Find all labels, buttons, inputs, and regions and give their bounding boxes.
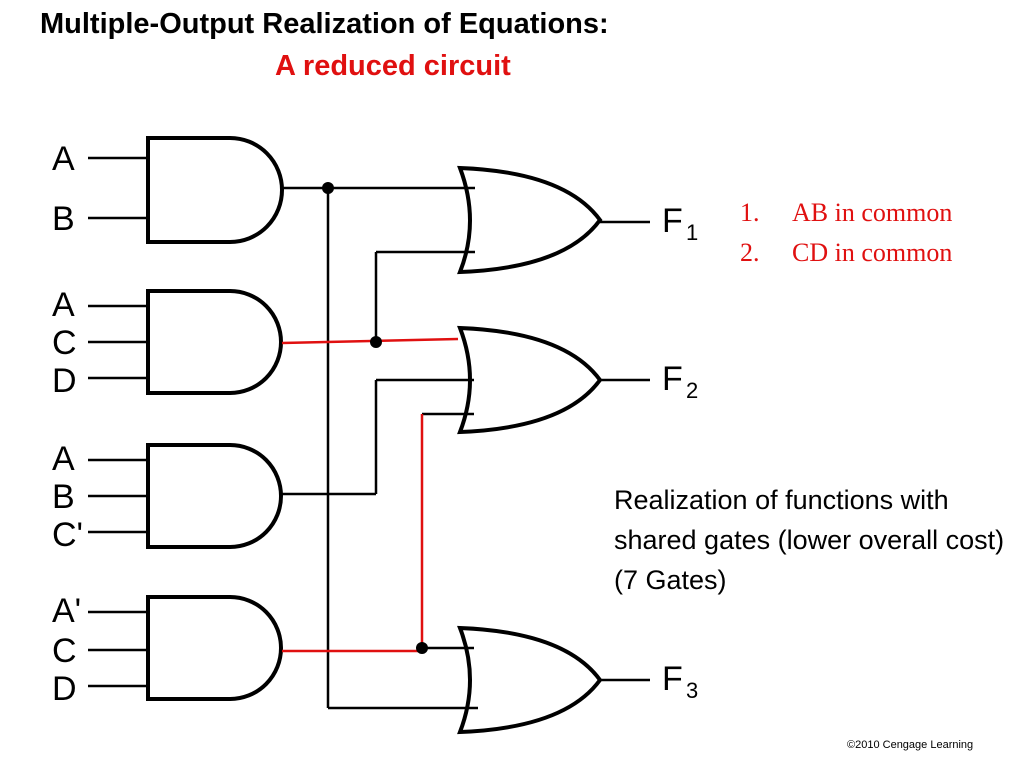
output-subscript: 2	[686, 378, 698, 403]
note-number: 2.	[740, 238, 760, 267]
note-text: AB in common	[792, 198, 953, 227]
shared-term-wires	[281, 337, 459, 653]
or-gate-1	[457, 165, 603, 275]
input-label: A'	[52, 592, 81, 630]
note-item: 1. AB in common	[740, 193, 952, 233]
junction-dot	[416, 642, 428, 654]
output-label-f1: F	[662, 202, 683, 240]
note-text: CD in common	[792, 238, 953, 267]
input-label: B	[52, 200, 75, 238]
output-label-f2: F	[662, 360, 683, 398]
note-item: 2. CD in common	[740, 233, 952, 273]
or-gate-3	[457, 625, 603, 735]
internal-wires	[282, 186, 650, 710]
input-label: C	[52, 324, 77, 362]
note-number: 1.	[740, 198, 760, 227]
input-label: A	[52, 140, 75, 178]
slide-subtitle: A reduced circuit	[275, 50, 511, 82]
input-label: D	[52, 670, 77, 708]
copyright-text: ©2010 Cengage Learning	[847, 739, 974, 751]
notes-list: 1. AB in common 2. CD in common	[740, 193, 952, 273]
output-subscript: 3	[686, 678, 698, 703]
input-label: A	[52, 440, 75, 478]
input-label: C'	[52, 516, 83, 554]
and-gate-4	[146, 595, 283, 701]
and-gate-1	[146, 136, 284, 244]
input-label: B	[52, 478, 75, 516]
junction-dot	[322, 182, 334, 194]
and-gate-2	[146, 289, 283, 395]
output-subscript: 1	[686, 220, 698, 245]
input-label: C	[52, 632, 77, 670]
input-wires	[88, 156, 148, 688]
output-label-f3: F	[662, 660, 683, 698]
input-label: A	[52, 286, 75, 324]
and-gate-3	[146, 443, 283, 549]
description-text: Realization of functions with shared gat…	[614, 485, 1005, 595]
junction-dot	[370, 336, 382, 348]
or-gate-2	[457, 325, 603, 435]
slide-title: Multiple-Output Realization of Equations…	[40, 8, 609, 40]
input-label: D	[52, 362, 77, 400]
